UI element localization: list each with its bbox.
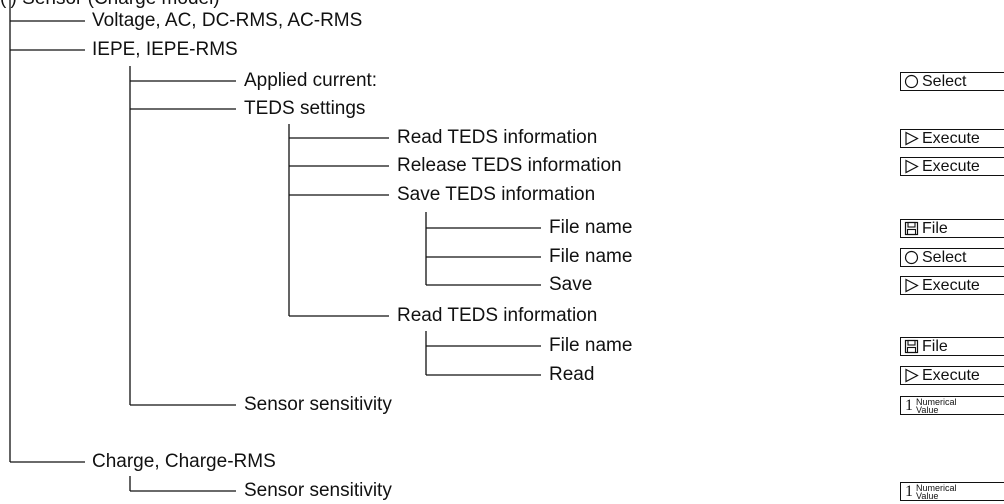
tree-node-save-teds: Save TEDS information xyxy=(397,184,596,205)
select-button[interactable]: Select xyxy=(900,72,1004,91)
triangle-icon xyxy=(903,159,919,175)
numeric-value-icon: 1 xyxy=(905,396,913,414)
numerical-label-line2: Value xyxy=(916,490,939,501)
tree-node-save: Save xyxy=(549,274,593,295)
select-button-label: Select xyxy=(922,249,967,266)
floppy-icon xyxy=(903,339,919,355)
select-button-label: Select xyxy=(922,73,967,90)
tree-node-save-file-name-2: File name xyxy=(549,246,633,267)
tree-node-save-file-name-1: File name xyxy=(549,217,633,238)
numeric-value-icon: 1 xyxy=(905,482,913,500)
numerical-label-line1: Numerical xyxy=(916,396,957,407)
tree-node-voltage: Voltage, AC, DC-RMS, AC-RMS xyxy=(92,10,363,31)
file-button-label: File xyxy=(922,338,948,355)
circle-icon xyxy=(903,74,919,90)
tree-node-release-teds: Release TEDS information xyxy=(397,155,622,176)
tree-node-read: Read xyxy=(549,364,595,385)
numerical-label-line1: Numerical xyxy=(916,482,957,493)
triangle-icon xyxy=(903,131,919,147)
diagram-header: (’) Sensor (Charge model) xyxy=(0,0,220,10)
file-button[interactable]: File xyxy=(900,219,1004,238)
tree-node-charge: Charge, Charge-RMS xyxy=(92,451,276,472)
floppy-icon xyxy=(903,221,919,237)
tree-node-read-teds-1: Read TEDS information xyxy=(397,127,598,148)
select-button[interactable]: Select xyxy=(900,248,1004,267)
tree-node-sensor-sensitivity-1: Sensor sensitivity xyxy=(244,394,392,415)
file-button-label: File xyxy=(922,220,948,237)
numerical-label-line2: Value xyxy=(916,404,939,415)
triangle-icon xyxy=(903,368,919,384)
tree-node-applied-current: Applied current: xyxy=(244,70,378,91)
execute-button[interactable]: Execute xyxy=(900,129,1004,148)
execute-button-label: Execute xyxy=(922,158,980,175)
tree-node-sensor-sensitivity-2: Sensor sensitivity xyxy=(244,480,392,501)
execute-button-label: Execute xyxy=(922,367,980,384)
tree-node-read-teds-2: Read TEDS information xyxy=(397,305,598,326)
circle-icon xyxy=(903,250,919,266)
execute-button-label: Execute xyxy=(922,277,980,294)
execute-button[interactable]: Execute xyxy=(900,157,1004,176)
execute-button[interactable]: Execute xyxy=(900,366,1004,385)
tree-node-read-file-name: File name xyxy=(549,335,633,356)
tree-node-teds-settings: TEDS settings xyxy=(244,98,366,119)
tree-node-iepe: IEPE, IEPE-RMS xyxy=(92,39,238,60)
execute-button[interactable]: Execute xyxy=(900,276,1004,295)
execute-button-label: Execute xyxy=(922,130,980,147)
triangle-icon xyxy=(903,278,919,294)
file-button[interactable]: File xyxy=(900,337,1004,356)
